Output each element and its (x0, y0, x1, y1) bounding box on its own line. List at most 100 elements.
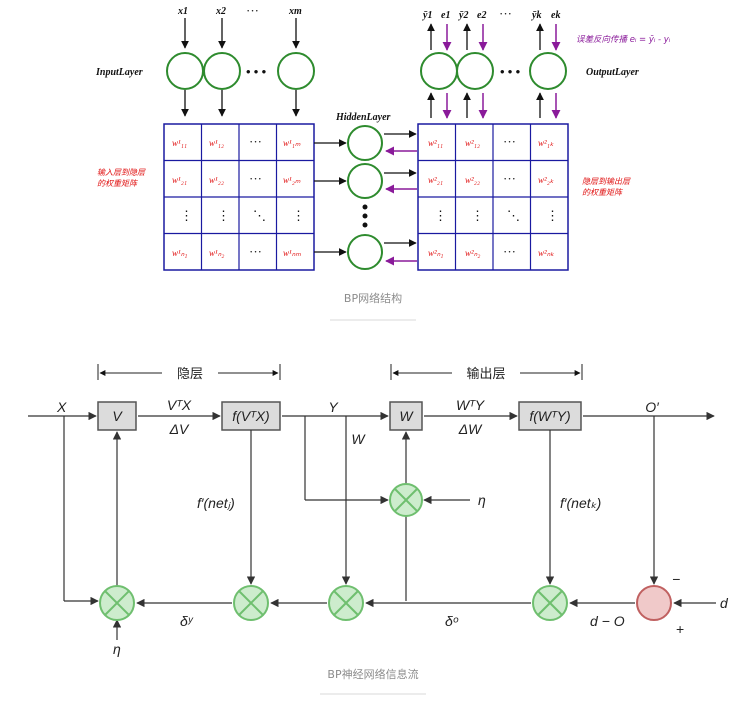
fnet-j-label: f′(netⱼ) (197, 495, 235, 511)
y-label: Y (328, 399, 339, 415)
output-neuron (529, 52, 567, 90)
output-neuron (456, 52, 494, 90)
fnet-k-label: f′(netₖ) (560, 495, 601, 511)
w1-cell: ⋱ (253, 208, 266, 223)
w1-cell: w¹ₙ₂ (209, 248, 224, 258)
w2-cell: ⋱ (507, 208, 520, 223)
input-layer-label: InputLayer (95, 67, 143, 78)
w2-cell: w²₁₂ (465, 138, 480, 148)
bp-network-structure-figure: x1 x2 ··· xm • • • InputLayer w¹₁₁ w¹₁₂ (95, 3, 671, 321)
w1-cell: w¹ₙₘ (283, 248, 301, 258)
hidden-neuron (347, 125, 383, 161)
w1-cell: w¹ₙ₁ (172, 248, 187, 258)
multiplier-node (389, 483, 423, 517)
w1-cell: w¹₁₂ (209, 138, 224, 148)
input-neuron (277, 52, 315, 90)
w1-matrix-label-line1: 输入层到隐层 (97, 168, 146, 177)
w-box (389, 401, 423, 431)
error-e2-label: e2 (477, 10, 486, 21)
delta-y-label: δʸ (180, 613, 194, 629)
output-neuron (420, 52, 458, 90)
error-e1-label: e1 (441, 10, 450, 21)
input-neuron-ellipsis: • • • (246, 64, 267, 79)
w1-matrix-label-line2: 的权重矩阵 (97, 179, 139, 188)
w2-cell: w²ₙ₂ (465, 248, 480, 258)
multiplier-node (532, 585, 568, 621)
w2-cell: w²ₙₖ (538, 248, 554, 258)
w1-cell: ··· (249, 134, 262, 149)
delta-w-label: ΔW (458, 421, 483, 437)
w2-cell: ⋮ (546, 208, 559, 223)
multiplier-node (99, 585, 135, 621)
w1-cell: w¹₂ₘ (283, 175, 301, 185)
hidden-ellipsis-dot (362, 222, 368, 228)
w1-cell: ⋮ (292, 208, 305, 223)
w2-cell: w²₁ₖ (538, 138, 554, 148)
w2-matrix-label-line1: 隐层到输出层 (582, 177, 631, 186)
output-layer-label: OutputLayer (586, 67, 639, 78)
minus-label: − (672, 571, 680, 587)
input-x2-label: x2 (215, 6, 226, 17)
input-xm-label: xm (288, 6, 302, 17)
w1-cell: ⋮ (217, 208, 230, 223)
output-y1-label: ȳ1 (422, 10, 432, 21)
summing-node (636, 585, 672, 621)
v-box (97, 401, 137, 431)
w2-cell: ··· (503, 134, 516, 149)
x-label: X (56, 399, 67, 415)
w2-cell: ⋮ (471, 208, 484, 223)
delta-o-label: δᵒ (445, 613, 459, 629)
eta-mid-label: η (478, 492, 486, 508)
o-label: O′ (645, 399, 660, 415)
w2-weight-matrix: w²₁₁ w²₁₂ ··· w²₁ₖ w²₂₁ w²₂₂ ··· w²₂ₖ ⋮ … (417, 123, 569, 271)
multiplier-node (328, 585, 364, 621)
f-vtx-box (221, 401, 281, 431)
w2-cell: w²ₙ₁ (428, 248, 443, 258)
w2-cell: w²₂₂ (465, 175, 480, 185)
hidden-ellipsis-dot (362, 204, 368, 210)
hidden-neuron (347, 163, 383, 199)
hidden-range-label: 隐层 (177, 367, 203, 382)
hidden-ellipsis-dot (362, 213, 368, 219)
d-minus-o-label: d − O (590, 613, 625, 629)
w2-cell: ··· (503, 171, 516, 186)
output-neuron-ellipsis: • • • (500, 64, 521, 79)
w1-cell: w¹₁₁ (172, 138, 187, 148)
f-wty-label: f(WᵀY) (529, 408, 570, 424)
v-label: V (112, 408, 123, 424)
w1-cell: ⋮ (180, 208, 193, 223)
w2-cell: ··· (503, 244, 516, 259)
w-side-label: W (351, 431, 366, 447)
w2-cell: w²₂ₖ (538, 175, 554, 185)
d-label: d (720, 595, 729, 611)
output-ellipsis-label: ··· (499, 6, 512, 21)
output-y2-label: ȳ2 (458, 10, 468, 21)
w2-cell: w²₁₁ (428, 138, 443, 148)
w1-cell: w¹₂₂ (209, 175, 224, 185)
w1-cell: w¹₂₁ (172, 175, 187, 185)
output-range-label: 输出层 (466, 366, 505, 382)
input-ellipsis-label: ··· (246, 3, 259, 18)
w2-cell: w²₂₁ (428, 175, 443, 185)
multiplier-node (233, 585, 269, 621)
input-x1-label: x1 (177, 6, 188, 17)
figure1-caption: BP网络结构 (344, 291, 402, 305)
input-neuron (203, 52, 241, 90)
hidden-neuron (347, 234, 383, 270)
f-vtx-label: f(VᵀX) (232, 408, 269, 424)
delta-v-label: ΔV (169, 421, 190, 437)
input-neuron (166, 52, 204, 90)
eta-bottom-label: η (113, 641, 121, 657)
w-label: W (399, 408, 414, 424)
w2-cell: ⋮ (434, 208, 447, 223)
bp-information-flow-figure: 隐层 输出层 X V VᵀX ΔV f(VᵀX) Y W W WᵀY ΔW f(… (28, 364, 729, 695)
w1-cell: ··· (249, 244, 262, 259)
error-backprop-note: 误差反向传播 eₗ = ȳₗ - yₗ (576, 34, 671, 45)
hidden-layer-label: HiddenLayer (335, 112, 391, 123)
wty-label: WᵀY (456, 397, 486, 413)
output-yk-label: ȳk (531, 10, 541, 21)
vtx-label: VᵀX (167, 397, 192, 413)
w1-cell: w¹₁ₘ (283, 138, 301, 148)
error-ek-label: ek (551, 10, 560, 21)
